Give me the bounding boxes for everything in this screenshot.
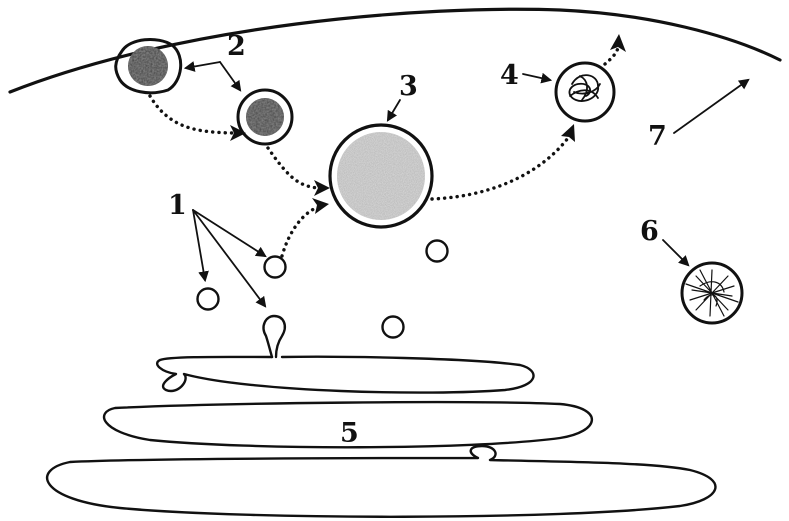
fibrillar-body bbox=[682, 263, 742, 323]
label-2: 2 bbox=[227, 31, 246, 62]
label-3: 3 bbox=[399, 71, 418, 102]
small-vesicles bbox=[198, 241, 448, 338]
label-1: 1 bbox=[168, 190, 187, 221]
exocytic-vesicle bbox=[556, 63, 614, 121]
label-5: 5 bbox=[340, 418, 359, 449]
endosome bbox=[238, 90, 292, 144]
vesicle bbox=[265, 257, 286, 278]
label-7: 7 bbox=[648, 121, 667, 152]
budding-vesicle bbox=[264, 316, 285, 357]
trafficking-arrowheads bbox=[230, 34, 626, 214]
label-4: 4 bbox=[500, 60, 519, 91]
vesicle bbox=[427, 241, 448, 262]
vesicle bbox=[383, 317, 404, 338]
er-cisternae bbox=[47, 357, 715, 517]
early-endosome-membrane bbox=[116, 39, 181, 92]
label-6: 6 bbox=[640, 216, 659, 247]
large-vacuole bbox=[330, 125, 432, 227]
leader-arrows bbox=[186, 62, 748, 306]
plasma-membrane bbox=[10, 9, 780, 92]
vesicle bbox=[198, 289, 219, 310]
